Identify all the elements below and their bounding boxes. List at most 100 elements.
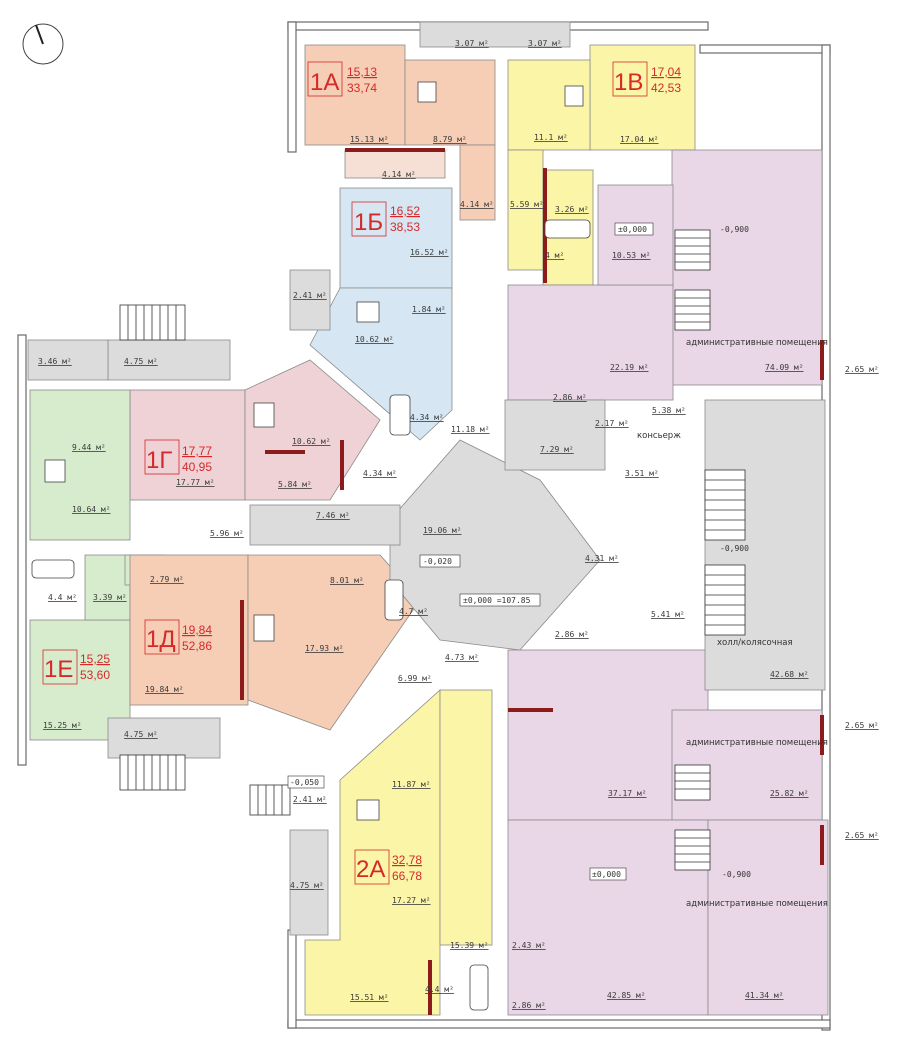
apartment-1b-living <box>339 187 453 289</box>
svg-text:5.59 м²: 5.59 м² <box>510 200 544 209</box>
svg-text:2.79 м²: 2.79 м² <box>150 575 184 584</box>
apartment-1g-kitchen <box>244 359 381 501</box>
level-marks: ±0,000 -0,900 -0,900 -0,020 ±0,000 =107.… <box>287 222 751 881</box>
svg-text:3.07 м²: 3.07 м² <box>528 39 562 48</box>
central-hall <box>389 439 601 651</box>
svg-text:15,25: 15,25 <box>80 652 110 666</box>
svg-text:4.75 м²: 4.75 м² <box>124 357 158 366</box>
svg-text:41.34 м²: 41.34 м² <box>745 991 784 1000</box>
balcony-2a <box>289 829 329 936</box>
balcony-west-top <box>107 339 231 381</box>
svg-text:4.75 м²: 4.75 м² <box>124 730 158 739</box>
svg-text:15,13: 15,13 <box>347 65 377 79</box>
apartment-tag-1b: 1Б 16,52 38,53 <box>351 201 420 237</box>
balcony-1e <box>27 339 109 381</box>
area-labels: 3.07 м² 3.07 м² 15.13 м² 8.79 м² 4.14 м²… <box>38 39 879 1010</box>
svg-text:66,78: 66,78 <box>392 869 422 883</box>
svg-text:17.77 м²: 17.77 м² <box>176 478 215 487</box>
svg-text:42.85 м²: 42.85 м² <box>607 991 646 1000</box>
svg-text:17.04 м²: 17.04 м² <box>620 135 659 144</box>
svg-text:-0,020: -0,020 <box>423 557 452 566</box>
apartment-tag-1a: 1А 15,13 33,74 <box>307 61 377 97</box>
svg-text:2А: 2А <box>356 856 385 883</box>
svg-text:15.25 м²: 15.25 м² <box>43 721 82 730</box>
svg-text:4.34 м²: 4.34 м² <box>363 469 397 478</box>
svg-text:8.79 м²: 8.79 м² <box>433 135 467 144</box>
apartment-tag-2a: 2А 32,78 66,78 <box>354 849 422 885</box>
svg-text:4.14 м²: 4.14 м² <box>382 170 416 179</box>
balcony-west-bottom <box>107 717 221 759</box>
svg-text:2.41 м²: 2.41 м² <box>293 795 327 804</box>
svg-text:22.19 м²: 22.19 м² <box>610 363 649 372</box>
svg-text:2.86 м²: 2.86 м² <box>555 630 589 639</box>
svg-text:административные помещения: административные помещения <box>686 338 828 348</box>
apartment-tag-1g: 1Г 17,77 40,95 <box>144 439 212 475</box>
svg-text:4.34 м²: 4.34 м² <box>410 413 444 422</box>
bathtub-icon <box>31 219 591 1011</box>
compass-icon <box>22 23 64 65</box>
svg-text:±0,000: ±0,000 <box>618 225 647 234</box>
svg-text:10.62 м²: 10.62 м² <box>355 335 394 344</box>
svg-text:38,53: 38,53 <box>390 220 420 234</box>
svg-text:16.52 м²: 16.52 м² <box>410 248 449 257</box>
svg-text:11.18 м²: 11.18 м² <box>451 425 490 434</box>
table-chairs-icon <box>44 81 584 821</box>
svg-text:2.86 м²: 2.86 м² <box>512 1001 546 1010</box>
apartment-tag-1e: 1Е 15,25 53,60 <box>42 649 110 685</box>
svg-text:74.09 м²: 74.09 м² <box>765 363 804 372</box>
admin-room-7 <box>707 819 829 1016</box>
svg-text:3.39 м²: 3.39 м² <box>93 593 127 602</box>
stroller-hall <box>704 399 826 691</box>
stair-icon <box>119 229 746 871</box>
svg-text:33,74: 33,74 <box>347 81 377 95</box>
svg-text:42.68 м²: 42.68 м² <box>770 670 809 679</box>
svg-text:-0,900: -0,900 <box>720 544 749 553</box>
svg-text:4.75 м²: 4.75 м² <box>290 881 324 890</box>
svg-text:консьерж: консьерж <box>637 431 681 441</box>
svg-text:2.65 м²: 2.65 м² <box>845 831 879 840</box>
svg-text:17.27 м²: 17.27 м² <box>392 896 431 905</box>
apartment-2a-hall <box>439 689 493 946</box>
svg-text:3.26 м²: 3.26 м² <box>555 205 589 214</box>
svg-text:5.38 м²: 5.38 м² <box>652 406 686 415</box>
svg-text:4.14 м²: 4.14 м² <box>460 200 494 209</box>
svg-text:3.46 м²: 3.46 м² <box>38 357 72 366</box>
svg-text:4.73 м²: 4.73 м² <box>445 653 479 662</box>
svg-text:5.84 м²: 5.84 м² <box>278 480 312 489</box>
svg-text:11.87 м²: 11.87 м² <box>392 780 431 789</box>
svg-text:1.84 м²: 1.84 м² <box>412 305 446 314</box>
svg-text:15.13 м²: 15.13 м² <box>350 135 389 144</box>
room-labels: административные помещения административ… <box>637 338 828 909</box>
apartment-1v-living <box>589 44 696 151</box>
svg-text:53,60: 53,60 <box>80 668 110 682</box>
svg-text:19.06 м²: 19.06 м² <box>423 526 462 535</box>
balcony-north <box>419 21 571 48</box>
svg-text:19,84: 19,84 <box>182 623 212 637</box>
apartment-1a-hall <box>459 144 496 221</box>
svg-text:-0,050: -0,050 <box>290 778 319 787</box>
svg-text:17,77: 17,77 <box>182 444 212 458</box>
svg-text:17.93 м²: 17.93 м² <box>305 644 344 653</box>
svg-text:2.65 м²: 2.65 м² <box>845 721 879 730</box>
apartment-1a-kitchen <box>404 59 496 146</box>
svg-text:37.17 м²: 37.17 м² <box>608 789 647 798</box>
svg-text:3.07 м²: 3.07 м² <box>455 39 489 48</box>
svg-text:5.41 м²: 5.41 м² <box>651 610 685 619</box>
svg-text:10.64 м²: 10.64 м² <box>72 505 111 514</box>
svg-text:4.4 м²: 4.4 м² <box>48 593 77 602</box>
svg-text:±0,000 =107.85: ±0,000 =107.85 <box>463 596 531 605</box>
apartment-1v-hall <box>507 149 544 271</box>
svg-text:10.62 м²: 10.62 м² <box>292 437 331 446</box>
svg-text:-0,900: -0,900 <box>722 870 751 879</box>
svg-text:±0,000: ±0,000 <box>592 870 621 879</box>
svg-text:16,52: 16,52 <box>390 204 420 218</box>
svg-text:4 м²: 4 м² <box>545 251 564 260</box>
svg-text:42,53: 42,53 <box>651 81 681 95</box>
svg-text:4.4 м²: 4.4 м² <box>425 985 454 994</box>
svg-text:8.01 м²: 8.01 м² <box>330 576 364 585</box>
svg-text:1Г: 1Г <box>146 447 172 474</box>
svg-text:1Б: 1Б <box>354 209 383 236</box>
svg-text:15.51 м²: 15.51 м² <box>350 993 389 1002</box>
svg-text:2.41 м²: 2.41 м² <box>293 291 327 300</box>
svg-text:1Д: 1Д <box>146 626 176 653</box>
